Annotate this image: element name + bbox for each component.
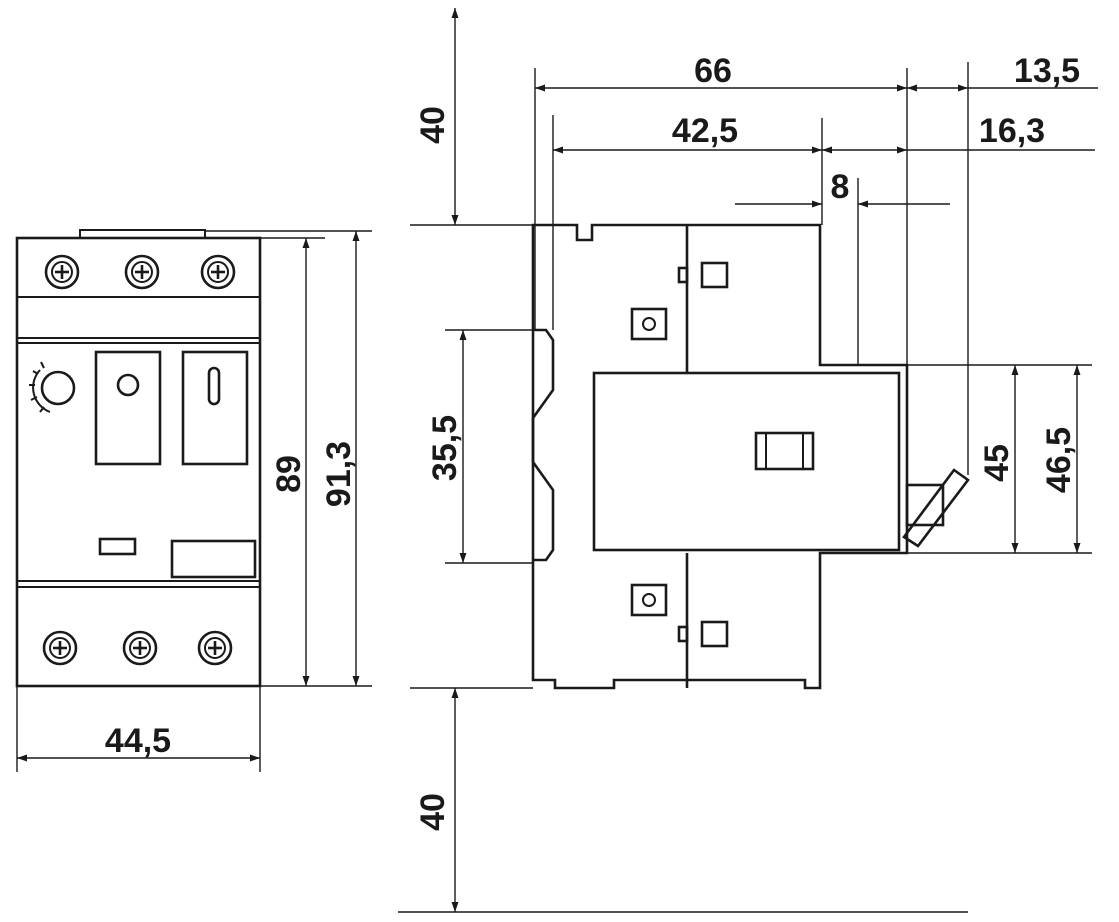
dim-height-inner-label: 89 — [270, 455, 308, 493]
front-face — [592, 371, 901, 552]
dim-step-label: 8 — [831, 168, 850, 206]
dim-front-height-outer-label: 46,5 — [1040, 427, 1078, 493]
start-button — [94, 350, 162, 466]
indicator-window — [98, 537, 137, 556]
handle-base — [905, 483, 945, 527]
bottom-terminal-3 — [197, 630, 233, 666]
bottom-terminal-2 — [122, 630, 158, 666]
dim-front-height-label: 45 — [978, 444, 1016, 482]
dim-depth-handle-label: 13,5 — [1014, 52, 1080, 90]
bottom-screw — [630, 583, 668, 617]
dim-depth-handle-tip-label: 16,3 — [979, 112, 1045, 150]
top-terminal-2 — [124, 254, 160, 290]
dim-height-outer-label: 91,3 — [320, 441, 358, 507]
label-plate — [170, 539, 257, 579]
front-body — [15, 236, 262, 688]
dim-rail-label: 35,5 — [426, 415, 464, 481]
top-window — [700, 261, 729, 289]
front-view: 44,5 89 91,3 — [15, 229, 372, 772]
dial-icon — [29, 361, 76, 413]
start-button-mark — [116, 373, 140, 397]
dim-width-label: 44,5 — [105, 722, 171, 760]
top-screw — [630, 307, 668, 341]
stop-button — [181, 350, 249, 466]
dim-clearance-bottom-label: 40 — [414, 793, 452, 831]
handle-lever — [902, 468, 970, 548]
dim-clearance-top-label: 40 — [414, 106, 452, 144]
stop-button-mark — [207, 366, 221, 406]
side-view: 40 40 35,5 66 13,5 42,5 16,3 — [398, 7, 1098, 913]
din-rail-profile — [531, 328, 555, 562]
top-terminal-1 — [44, 254, 80, 290]
top-terminal-3 — [200, 254, 236, 290]
dim-depth-total-label: 66 — [694, 52, 732, 90]
side-body — [531, 223, 909, 690]
dim-depth-body-label: 42,5 — [672, 112, 738, 150]
bottom-window — [700, 620, 729, 648]
toggle-window — [754, 431, 815, 471]
bottom-terminal-1 — [42, 630, 78, 666]
